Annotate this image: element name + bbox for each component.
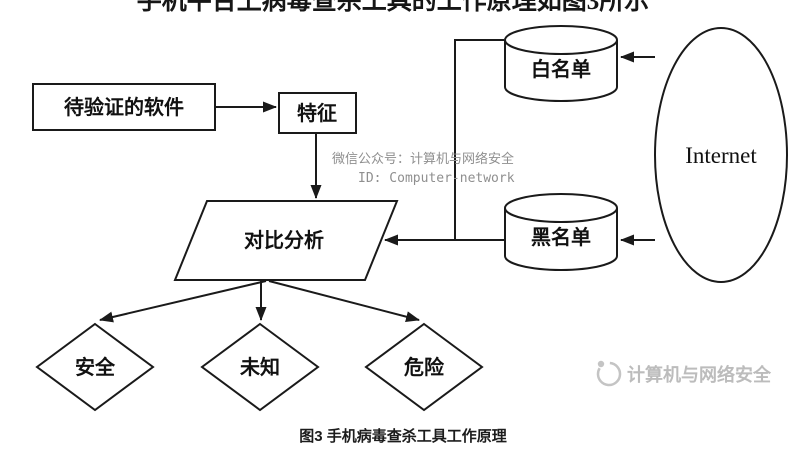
whitelist-cylinder: 白名单 <box>504 25 618 102</box>
watermark-line1: 微信公众号：计算机与网络安全 <box>332 151 514 167</box>
arrow-compare-to-safe <box>99 280 267 323</box>
whitelist-label: 白名单 <box>531 57 591 81</box>
danger-label: 危险 <box>404 355 445 379</box>
brand-watermark-text: 计算机与网络安全 <box>627 364 772 385</box>
unknown-diamond: 未知 <box>200 322 320 412</box>
internet-label: Internet <box>685 143 757 168</box>
watermark-line2: ID: Computer-network <box>358 171 515 186</box>
clipped-top-title: 手机平台上病毒查杀工具的工作原理如图3所示 <box>137 0 650 15</box>
center-watermark: 微信公众号：计算机与网络安全 ID: Computer-network <box>332 151 515 186</box>
feature-box-label: 特征 <box>297 101 337 125</box>
safe-diamond: 安全 <box>35 322 155 412</box>
software-box-label: 待验证的软件 <box>64 95 184 119</box>
blacklist-label: 黑名单 <box>531 225 591 249</box>
feature-box: 特征 <box>278 92 357 134</box>
brand-watermark: 计算机与网络安全 <box>596 360 772 387</box>
compare-parallelogram: 对比分析 <box>173 200 399 281</box>
compare-label: 对比分析 <box>244 228 324 252</box>
wire-whitelist-to-junction <box>454 39 504 240</box>
software-box: 待验证的软件 <box>32 83 216 131</box>
brand-logo-icon <box>596 360 622 387</box>
figure-caption: 图3 手机病毒查杀工具工作原理 <box>299 427 507 445</box>
internet-ellipse: Internet <box>654 27 788 283</box>
unknown-label: 未知 <box>240 355 280 379</box>
danger-diamond: 危险 <box>364 322 484 412</box>
arrow-compare-to-danger <box>268 280 420 323</box>
safe-label: 安全 <box>75 355 116 379</box>
blacklist-cylinder: 黑名单 <box>504 193 618 271</box>
